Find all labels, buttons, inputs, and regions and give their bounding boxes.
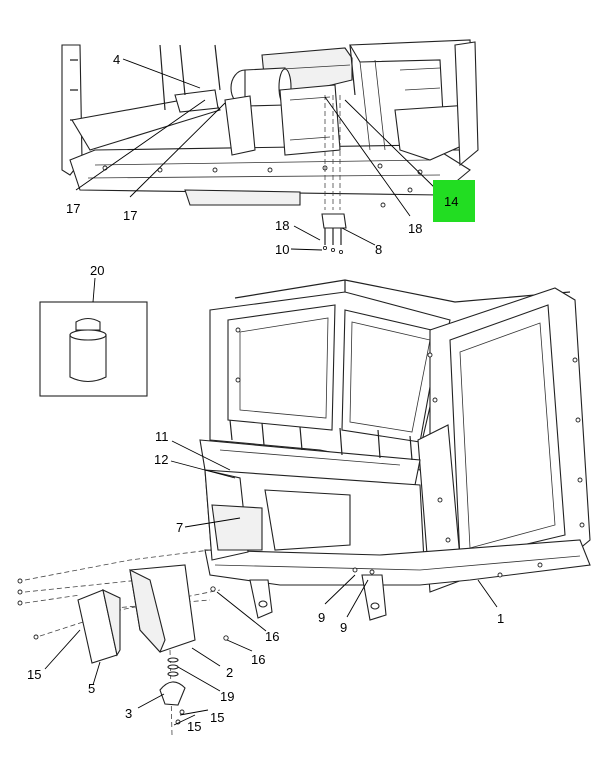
callout-10[interactable]: 10 — [275, 242, 289, 257]
callout-15[interactable]: 15 — [27, 667, 41, 682]
callout-18[interactable]: 18 — [275, 218, 289, 233]
callout-2[interactable]: 2 — [226, 665, 233, 680]
callout-labels: 4 14 17 17 18 18 10 8 20 11 12 7 16 16 2… — [27, 52, 504, 734]
callout-4[interactable]: 4 — [113, 52, 120, 67]
part-20-inset — [39, 301, 148, 397]
callout-20[interactable]: 20 — [90, 263, 104, 278]
callout-11[interactable]: 11 — [155, 429, 169, 444]
callout-15[interactable]: 15 — [187, 719, 201, 734]
upper-frame-assembly — [61, 39, 479, 255]
callout-3[interactable]: 3 — [125, 706, 132, 721]
callout-16[interactable]: 16 — [265, 629, 279, 644]
callout-9[interactable]: 9 — [340, 620, 347, 635]
callout-17[interactable]: 17 — [66, 201, 80, 216]
callout-16[interactable]: 16 — [251, 652, 265, 667]
callout-1[interactable]: 1 — [497, 611, 504, 626]
exploded-panel-parts — [17, 549, 229, 736]
callout-8[interactable]: 8 — [375, 242, 382, 257]
callout-leaders — [44, 58, 498, 726]
callout-17[interactable]: 17 — [123, 208, 137, 223]
callout-12[interactable]: 12 — [154, 452, 168, 467]
callout-15[interactable]: 15 — [210, 710, 224, 725]
callout-7[interactable]: 7 — [176, 520, 183, 535]
callout-18[interactable]: 18 — [408, 221, 422, 236]
callout-5[interactable]: 5 — [88, 681, 95, 696]
callout-14-highlight[interactable] — [433, 180, 475, 222]
cab-assembly — [199, 279, 591, 621]
callout-14[interactable]: 14 — [444, 194, 458, 209]
callout-9[interactable]: 9 — [318, 610, 325, 625]
callout-19[interactable]: 19 — [220, 689, 234, 704]
